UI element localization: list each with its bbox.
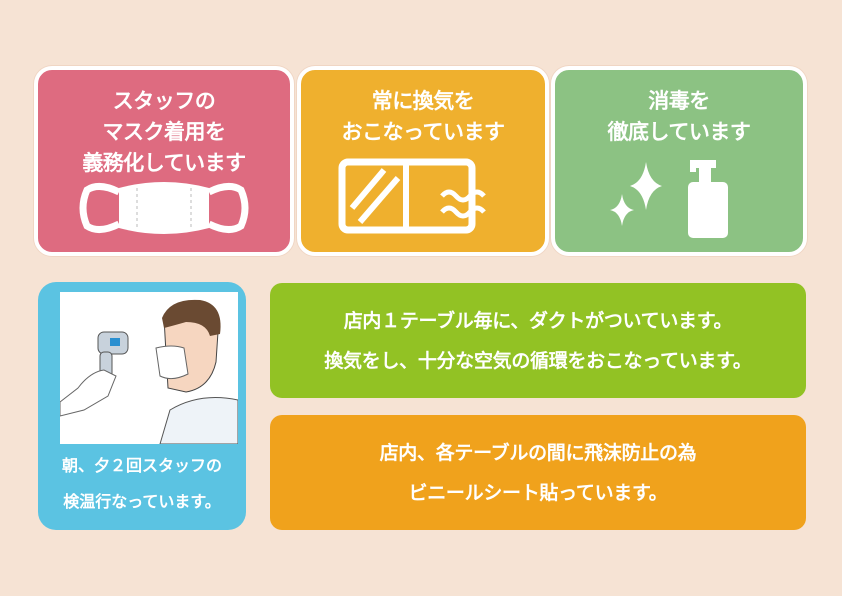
mask-line: マスク着用を [102, 120, 227, 144]
ventilation-line: おこなっています [341, 120, 505, 144]
face-mask-icon [38, 178, 290, 238]
partition-line: 店内、各テーブルの間に飛沫防止の為 [379, 441, 697, 464]
mask-card: スタッフの マスク着用を 義務化しています [34, 66, 294, 256]
sanitizer-sparkle-icon [555, 152, 803, 242]
mask-line: 義務化しています [82, 151, 246, 175]
temperature-card: 朝、夕２回スタッフの 検温行なっています。 [38, 282, 246, 530]
window-ventilation-icon [301, 158, 545, 234]
partition-line: ビニールシート貼っています。 [408, 481, 668, 504]
ventilation-card: 常に換気を おこなっています [297, 66, 549, 256]
mask-line: スタッフの [112, 89, 216, 113]
partition-card: 店内、各テーブルの間に飛沫防止の為 ビニールシート貼っています。 [270, 415, 806, 530]
disinfection-card: 消毒を 徹底しています [551, 66, 807, 256]
duct-card: 店内１テーブル毎に、ダクトがついています。 換気をし、十分な空気の循環をおこなっ… [270, 283, 806, 398]
thermometer-check-illustration [60, 292, 238, 444]
disinfection-line: 消毒を [648, 89, 710, 113]
temperature-line: 朝、夕２回スタッフの [61, 456, 222, 475]
temperature-line: 検温行なっています。 [63, 492, 221, 511]
disinfection-line: 徹底しています [607, 120, 751, 144]
duct-line: 店内１テーブル毎に、ダクトがついています。 [343, 309, 733, 332]
duct-line: 換気をし、十分な空気の循環をおこなっています。 [324, 349, 752, 372]
ventilation-line: 常に換気を [371, 89, 475, 113]
